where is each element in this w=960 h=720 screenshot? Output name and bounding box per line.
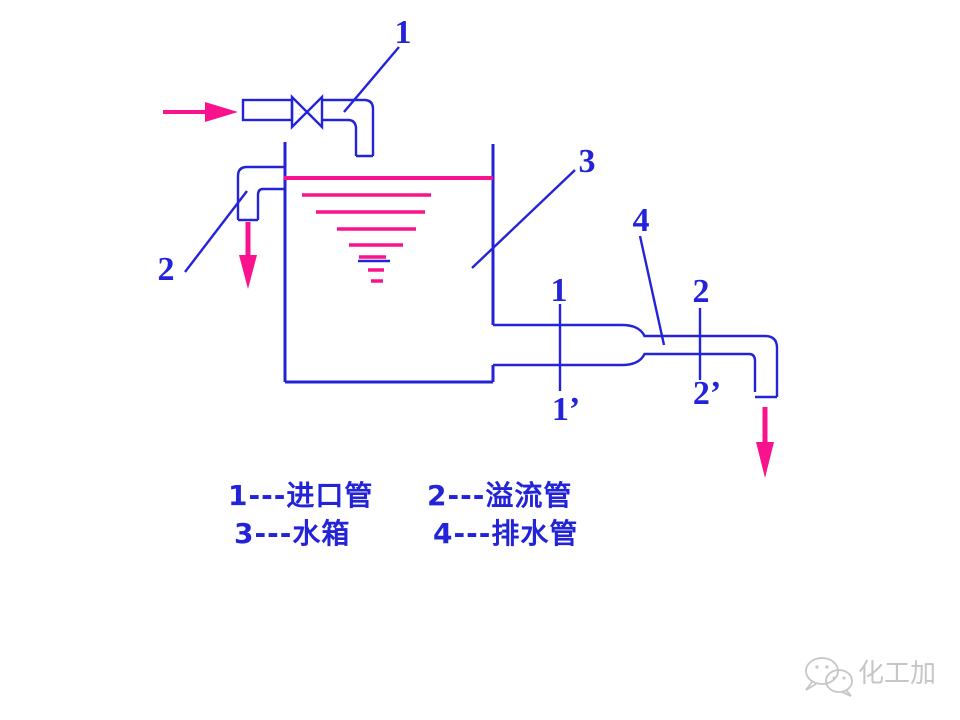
tank xyxy=(283,142,495,384)
leader-line-tank xyxy=(471,169,576,269)
valve-icon xyxy=(290,94,324,130)
section-label-1-top: 1 xyxy=(550,272,568,309)
legend-item-drain: 4---排水管 xyxy=(433,517,579,550)
inlet-pipe xyxy=(241,98,294,122)
overflow-flow-arrow xyxy=(239,222,257,289)
section-label-2-bottom: 2’ xyxy=(692,375,722,412)
drain-pipe xyxy=(493,323,779,399)
callout-label-inlet: 1 xyxy=(394,14,412,51)
watermark-text: 化工加 xyxy=(858,659,937,689)
inlet-elbow-pipe xyxy=(322,98,375,158)
inlet-flow-arrow xyxy=(163,102,238,122)
leader-line-drain xyxy=(638,235,666,346)
legend-item-tank: 3---水箱 xyxy=(234,517,351,550)
wechat-icon xyxy=(805,657,853,697)
callout-label-overflow: 2 xyxy=(157,251,175,288)
callout-label-tank: 3 xyxy=(578,143,596,180)
section-label-1-bottom: 1’ xyxy=(551,391,581,428)
water-level xyxy=(284,176,493,283)
drain-flow-arrow xyxy=(756,407,774,478)
overflow-pipe xyxy=(236,165,285,222)
leader-line-inlet xyxy=(343,46,400,113)
leader-line-overflow xyxy=(184,190,248,273)
section-label-2-top: 2 xyxy=(692,273,710,310)
legend-item-inlet: 1---进口管 xyxy=(228,479,374,512)
callout-label-drain: 4 xyxy=(632,202,650,239)
legend-item-overflow: 2---溢流管 xyxy=(427,479,573,512)
